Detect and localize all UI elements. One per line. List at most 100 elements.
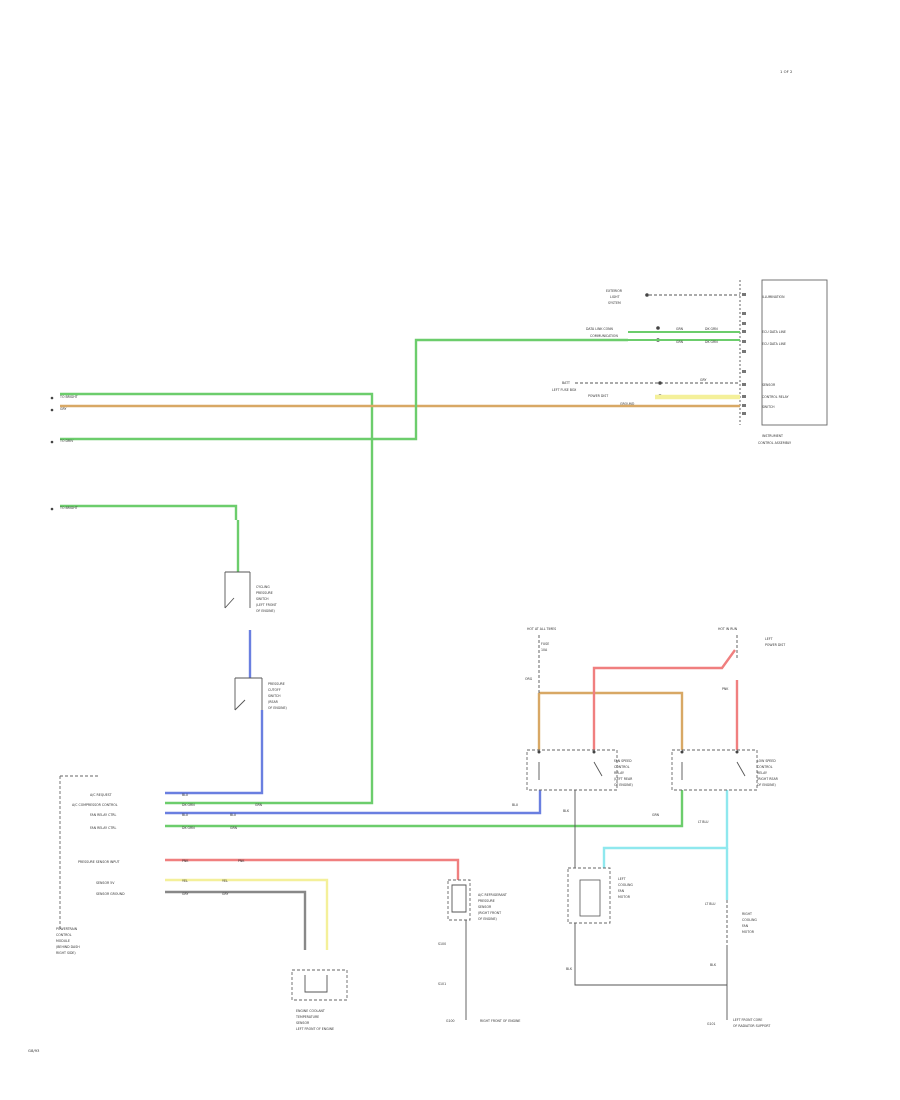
svg-text:CYCLING: CYCLING — [256, 585, 270, 589]
svg-text:YEL: YEL — [182, 879, 188, 883]
svg-text:DK GRN: DK GRN — [705, 327, 718, 331]
svg-text:COOLING: COOLING — [742, 918, 757, 922]
svg-text:RIGHT SIDE): RIGHT SIDE) — [56, 951, 76, 955]
svg-text:FAN: FAN — [618, 889, 625, 893]
svg-text:CONTROL: CONTROL — [757, 765, 773, 769]
svg-text:(RIGHT FRONT: (RIGHT FRONT — [478, 911, 501, 915]
wire-blue-ac-request — [165, 710, 264, 795]
left-cooling-fan-motor: LEFT COOLING FAN MOTOR — [567, 867, 633, 924]
wire-red-pressure — [165, 858, 460, 880]
svg-text:PNK: PNK — [182, 859, 189, 863]
svg-text:CUTOFF: CUTOFF — [268, 688, 281, 692]
wire-blue-fan-relay — [165, 790, 542, 815]
svg-text:FAN: FAN — [742, 924, 749, 928]
svg-text:HOT AT ALL TIMES: HOT AT ALL TIMES — [527, 627, 556, 631]
wire-switch-green — [60, 504, 238, 520]
pin-data-line-2: ECU DATA LINE — [762, 342, 786, 346]
svg-text:LT BLU: LT BLU — [705, 902, 716, 906]
svg-text:A/C REQUEST: A/C REQUEST — [90, 793, 112, 797]
wire-red-relay — [592, 649, 736, 750]
svg-text:POWER DIST: POWER DIST — [588, 394, 608, 398]
engine-coolant-temperature-sensor: ENGINE COOLANT TEMPERATURE SENSOR LEFT F… — [291, 969, 348, 1031]
svg-text:BLU: BLU — [182, 793, 189, 797]
svg-text:FAN SPEED: FAN SPEED — [614, 759, 632, 763]
svg-text:GRN: GRN — [676, 340, 684, 344]
svg-text:SENSOR GROUND: SENSOR GROUND — [96, 892, 125, 896]
svg-text:COMMUNICATION: COMMUNICATION — [590, 334, 618, 338]
svg-text:OF ENGINE): OF ENGINE) — [614, 783, 633, 787]
svg-text:EXTERIOR: EXTERIOR — [606, 289, 623, 293]
svg-text:PRESSURE: PRESSURE — [256, 591, 273, 595]
svg-text:TO DRIV: TO DRIV — [59, 439, 74, 443]
svg-text:OF ENGINE): OF ENGINE) — [256, 609, 275, 613]
ground-g101: G101 LEFT FRONT CORE OF RADIATOR SUPPORT — [707, 1018, 770, 1028]
svg-text:RELAY: RELAY — [614, 771, 624, 775]
svg-text:FAN RELAY CTRL: FAN RELAY CTRL — [90, 826, 116, 830]
assembly-caption-2: CONTROL ASSEMBLY — [758, 441, 791, 445]
svg-text:POWERTRAIN: POWERTRAIN — [56, 927, 78, 931]
svg-text:LEFT FRONT CORE: LEFT FRONT CORE — [733, 1018, 762, 1022]
svg-text:OF ENGINE): OF ENGINE) — [268, 706, 287, 710]
pin-control-relay: CONTROL RELAY — [762, 395, 789, 399]
fuse-hot-in-run: HOT IN RUN LEFT POWER DIST PNK — [718, 627, 785, 691]
svg-text:S101: S101 — [438, 982, 446, 986]
svg-text:GRN: GRN — [652, 813, 660, 817]
pin-switch: SWITCH — [762, 405, 775, 409]
svg-text:MOTOR: MOTOR — [618, 895, 631, 899]
pin-sensor: SENSOR — [762, 383, 776, 387]
svg-text:G100: G100 — [446, 1019, 455, 1023]
svg-text:LOW SPEED: LOW SPEED — [757, 759, 776, 763]
svg-text:(BEHIND DASH: (BEHIND DASH — [56, 945, 80, 949]
svg-text:TEMPERATURE: TEMPERATURE — [295, 1015, 319, 1019]
svg-text:POWER DIST: POWER DIST — [765, 643, 785, 647]
wire-ac-request-green — [60, 392, 374, 805]
svg-text:GRY: GRY — [60, 407, 66, 411]
svg-text:A/C COMPRESSOR CONTROL: A/C COMPRESSOR CONTROL — [72, 803, 118, 807]
svg-text:LT BLU: LT BLU — [698, 820, 709, 824]
footer-code: G8/93 — [28, 1048, 40, 1053]
wire-cyan-motor — [602, 790, 729, 868]
svg-text:DATA LINK CONN: DATA LINK CONN — [586, 327, 614, 331]
wire-black-ground-l — [574, 923, 727, 986]
svg-text:LEFT FUSE BOX: LEFT FUSE BOX — [552, 388, 577, 392]
sensor-source: BATT LEFT FUSE BOX POWER DIST GROUND GRY — [552, 378, 740, 406]
pin-illumination: ILLUMINATION — [762, 295, 785, 299]
svg-text:GRY: GRY — [182, 892, 188, 896]
svg-text:HOT IN RUN: HOT IN RUN — [718, 627, 738, 631]
svg-text:BATT: BATT — [562, 381, 570, 385]
svg-text:RIGHT FRONT OF ENGINE: RIGHT FRONT OF ENGINE — [480, 1019, 520, 1023]
svg-text:LEFT FRONT OF ENGINE: LEFT FRONT OF ENGINE — [296, 1027, 334, 1031]
svg-text:OF ENGINE): OF ENGINE) — [757, 783, 776, 787]
svg-text:G101: G101 — [707, 1022, 716, 1026]
svg-text:FAN RELAY CTRL: FAN RELAY CTRL — [90, 813, 116, 817]
powertrain-control-module: A/C REQUEST A/C COMPRESSOR CONTROL FAN R… — [56, 775, 125, 955]
svg-text:(LEFT FRONT: (LEFT FRONT — [256, 603, 277, 607]
svg-text:GRN: GRN — [255, 803, 263, 807]
svg-text:LEFT: LEFT — [618, 877, 626, 881]
svg-text:(REAR: (REAR — [268, 700, 279, 704]
svg-text:SWITCH: SWITCH — [256, 597, 269, 601]
assembly-pin-labels: ILLUMINATION ECU DATA LINE ECU DATA LINE… — [758, 295, 791, 445]
svg-text:A/C REFRIGERANT: A/C REFRIGERANT — [478, 893, 507, 897]
svg-text:PRESSURE: PRESSURE — [268, 682, 285, 686]
fan-speed-control-relay: FAN SPEED CONTROL RELAY (LEFT REAR OF EN… — [526, 749, 633, 791]
svg-text:COOLING: COOLING — [618, 883, 633, 887]
svg-text:GRN: GRN — [230, 826, 238, 830]
svg-text:BLU: BLU — [182, 813, 189, 817]
svg-text:BLU: BLU — [230, 813, 237, 817]
svg-text:CONTROL: CONTROL — [56, 933, 72, 937]
svg-text:SENSOR 5V: SENSOR 5V — [96, 881, 115, 885]
pressure-cutoff-switch: PRESSURE CUTOFF SWITCH (REAR OF ENGINE) — [234, 677, 287, 711]
svg-text:10A: 10A — [541, 648, 548, 652]
svg-text:RIGHT: RIGHT — [742, 912, 752, 916]
wire-orange-relay-bar — [539, 691, 684, 750]
svg-text:GRY: GRY — [222, 892, 228, 896]
right-cooling-fan-motor: LT BLU RIGHT COOLING FAN MOTOR BLK — [705, 900, 757, 967]
svg-text:SYSTEM: SYSTEM — [608, 301, 621, 305]
assembly-caption-1: INSTRUMENT — [762, 434, 783, 438]
instrument-control-assembly — [761, 279, 828, 426]
svg-text:OF ENGINE): OF ENGINE) — [478, 917, 497, 921]
illumination-source: EXTERIOR LIGHT SYSTEM — [606, 289, 740, 305]
svg-text:MODULE: MODULE — [56, 939, 70, 943]
